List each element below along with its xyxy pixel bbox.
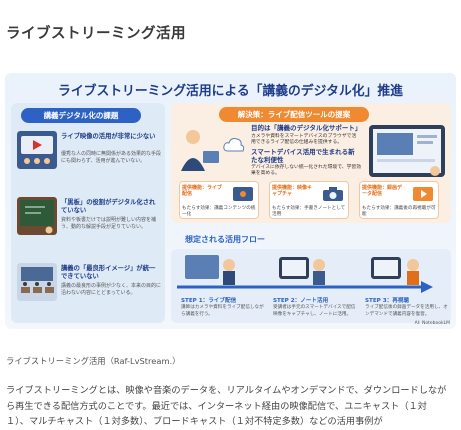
step-label: STEP 1：ライブ配信 [181, 298, 237, 304]
infographic-title: ライブストリーミング活用による「講義のデジタル化」推進 [58, 84, 403, 99]
feature-card: 提供機能：録画データ配信 もたらす効果：講義後の再視聴が可能 [359, 181, 439, 219]
flow-step: STEP 2：ノート活用 受講者は手元のスマートデバイスで配信映像をキャプチャし… [273, 298, 359, 318]
flow-step: STEP 3：再視聴 ライブ配信後の録画データを活用し、オンデマンドで講義内容を… [365, 298, 451, 318]
card-title: 提供機能：録画データ配信 [362, 185, 403, 197]
image-caption: ライブストリーミング活用（Raf-LvStream.） [6, 356, 181, 366]
recording-icon [413, 187, 433, 201]
camera-icon [323, 187, 343, 201]
flow-step: STEP 1：ライブ配信 講師はカメラや資料をライブ配信しながら講義を行う。 [181, 298, 267, 318]
tablet-screen-icon [369, 125, 445, 177]
step-text: 受講者は手元のスマートデバイスで配信映像をキャプチャし、ノートに活用。 [273, 304, 356, 317]
card-title: 提供機能：ライブ配信 [182, 185, 223, 197]
issue-title: ライブ映像の活用が非常に少ない [61, 133, 156, 140]
body-paragraph: ライブストリーミングとは、映像や音楽のデータを、リアルタイムやオンデマンドで、ダ… [6, 383, 458, 430]
image-credit: AI: NotebookLM [414, 321, 450, 326]
issues-header: 講義デジタル化の課題 [21, 108, 141, 123]
feature-card: 提供機能：映像キャプチャ もたらす効果：手書きノートとして活用 [269, 181, 349, 219]
body-line: ら再生できる配信方式のことです。最近では、インターネット経由の映像配信で、ユニキ… [6, 400, 427, 412]
section-heading: ライブストリーミング活用 [6, 26, 186, 42]
feature-card: 提供機能：ライブ配信 もたらす効果：講義コンテンツの統一化 [179, 181, 259, 219]
issue-text: 優秀な人の同時に無関係がある効果的な手段にも関わらず、活用が進んでいない。 [61, 151, 162, 164]
card-text: もたらす効果：講義コンテンツの統一化 [182, 206, 256, 217]
card-title: 提供機能：映像キャプチャ [272, 185, 313, 197]
issue-item: ライブ映像の活用が非常に少ない 優秀な人の同時に無関係がある効果的な手段にも関わ… [17, 131, 162, 175]
issue-item: 「黒板」の役割がデジタル化されていない 資料や板書だけでは説明が難しい内容を補う… [17, 197, 159, 241]
purpose-title: 目的は「講義のデジタル化サポート」 [251, 124, 362, 132]
step-text: ライブ配信後の録画データを活用し、オンデマンドで講義内容を復習。 [365, 304, 448, 317]
value-text: デバイスに依存しない統一化された環境で、学習効果を高める。 [251, 165, 361, 176]
issue-text: 資料や板書だけでは説明が難しい内容を補う、動的な解説手段が足りていない。 [61, 217, 157, 230]
classroom-icon [17, 263, 57, 301]
step-label: STEP 2：ノート活用 [273, 298, 329, 304]
step-text: 講師はカメラや資料をライブ配信しながら講義を行う。 [181, 304, 264, 317]
solution-header: 解決策：ライブ配信ツールの提案 [219, 107, 369, 122]
flow-band [171, 249, 451, 323]
body-line: １）、マルチキャスト（１対多数）、ブロードキャスト（１対不特定多数）などの活用事… [6, 416, 383, 427]
solution-panel: 解決策：ライブ配信ツールの提案 目的は「講義のデジタル化サポート」 カメラや資料… [171, 103, 451, 223]
purpose-text: カメラや資料をスマートデバイスのブラウザで活用できるライブ配信の仕組みを提供する… [251, 134, 357, 145]
step-label: STEP 3：再視聴 [365, 298, 409, 304]
card-text: もたらす効果：講義後の再視聴が可能 [362, 206, 436, 217]
card-text: もたらす効果：手書きノートとして活用 [272, 206, 346, 217]
cloud-icon [223, 138, 245, 152]
issue-title: 講義の「最良形イメージ」が統一できていない [61, 265, 156, 280]
flow-title: 想定される活用フロー [185, 235, 265, 244]
issue-item: 講義の「最良形イメージ」が統一できていない 講義の最良形の事例が少なく、本来の目… [17, 263, 162, 307]
video-lecture-icon [17, 131, 57, 169]
live-stream-icon [233, 187, 253, 201]
issues-panel: 講義デジタル化の課題 ライブ映像の活用が非常に少ない 優秀な人の同時に無関係があ… [11, 103, 165, 323]
issue-text: 講義の最良形の事例が少なく、本来の目的に沿わない内容にとどまっている。 [61, 283, 162, 296]
value-title: スマートデバイス活用で生まれる新たな利便性 [251, 148, 355, 164]
lecturer-icon [181, 130, 219, 171]
flow-arrow-icon [177, 255, 433, 293]
blackboard-icon [17, 197, 57, 235]
infographic-image: ライブストリーミング活用による「講義のデジタル化」推進 講義デジタル化の課題 ラ… [5, 73, 456, 329]
body-line: ライブストリーミングとは、映像や音楽のデータを、リアルタイムやオンデマンドで、ダ… [6, 385, 447, 396]
issue-title: 「黒板」の役割がデジタル化されていない [61, 199, 156, 214]
